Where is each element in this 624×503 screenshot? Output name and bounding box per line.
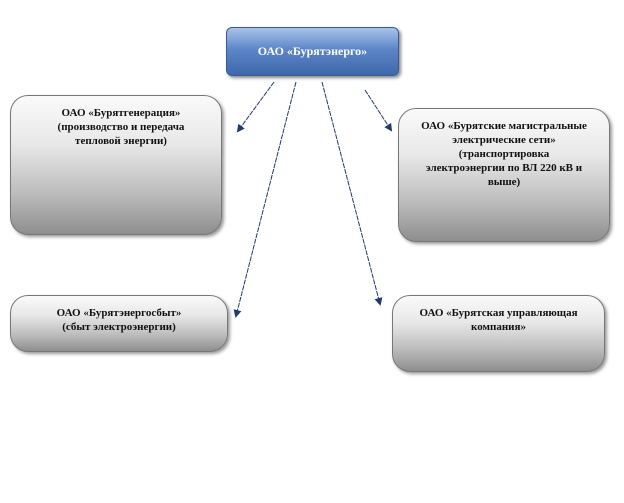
- sales-box: ОАО «Бурятэнергосбыт» (сбыт электроэнерг…: [10, 295, 228, 352]
- company-name: ОАО «Бурятгенерация»: [61, 107, 181, 119]
- arrow-to-management: [321, 81, 383, 306]
- company-description: (производство и передача тепловой энерги…: [57, 121, 185, 147]
- arrow-to-grids: [364, 89, 393, 132]
- grids-box: ОАО «Бурятские магистральные электрическ…: [398, 108, 610, 242]
- company-name: ОАО «Бурятэнергосбыт»: [56, 307, 182, 319]
- generation-box: ОАО «Бурятгенерация» (производство и пер…: [10, 95, 222, 235]
- parent-company-box: ОАО «Бурятэнерго»: [226, 27, 399, 76]
- arrow-to-sales: [233, 81, 297, 318]
- arrow-to-generation: [236, 81, 275, 133]
- management-box: ОАО «Бурятская управляющая компания»: [392, 295, 605, 372]
- company-description: (сбыт электроэнергии): [62, 321, 176, 333]
- company-name: ОАО «Бурятские магистральные электрическ…: [421, 120, 587, 146]
- company-name: ОАО «Бурятская управляющая компания»: [419, 307, 578, 333]
- company-description: (транспортировка электроэнергии по ВЛ 22…: [425, 148, 583, 188]
